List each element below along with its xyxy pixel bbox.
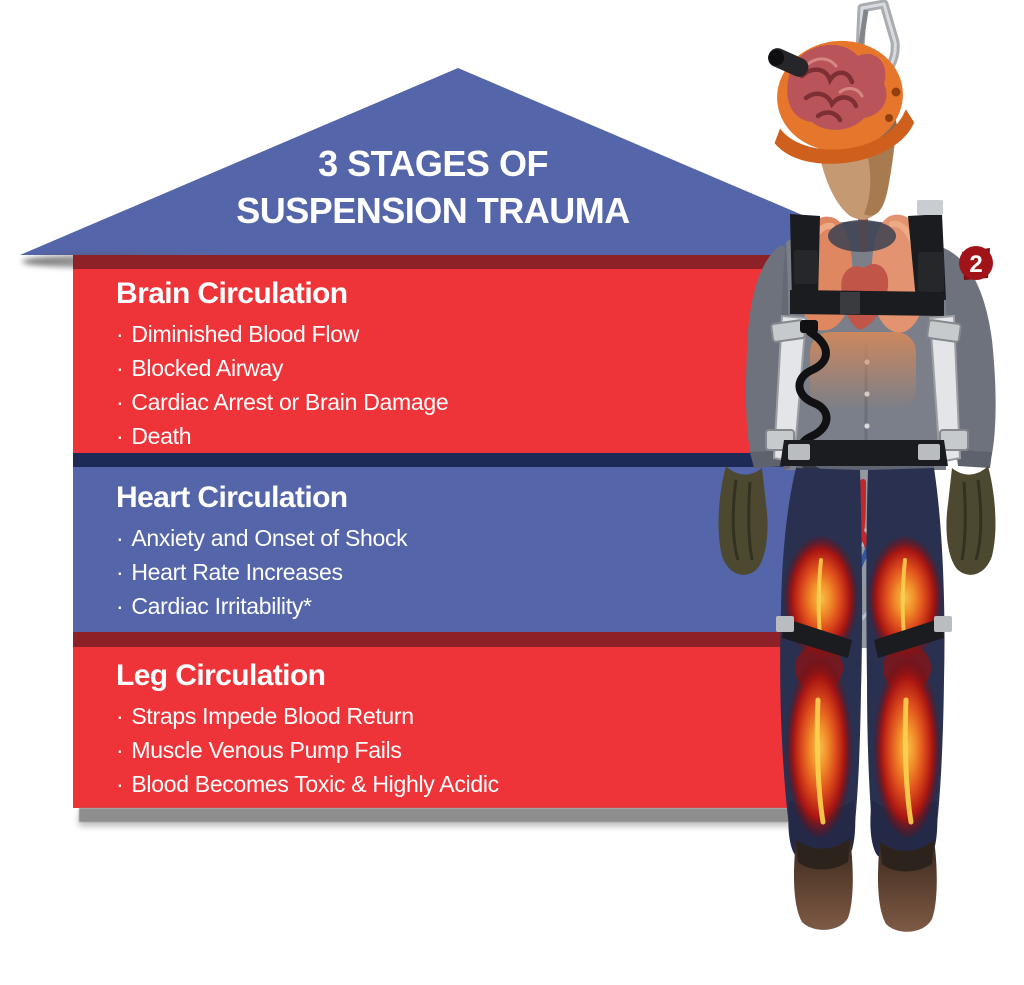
harness-shoulder-straps (790, 200, 946, 300)
list-item: · Muscle Venous Pump Fails (116, 733, 499, 767)
bullet-text: Blood Becomes Toxic & Highly Acidic (131, 771, 499, 797)
title-line-1: 3 STAGES OF (318, 143, 548, 184)
list-item: · Blocked Airway (116, 351, 448, 385)
harness-chest-strap (790, 290, 944, 316)
list-item: · Cardiac Arrest or Brain Damage (116, 385, 449, 419)
list-item: · Blood Becomes Toxic & Highly Acidic (116, 767, 499, 801)
leg-section-heading: Leg Circulation (116, 659, 326, 692)
bullet-dot: · (116, 321, 124, 347)
heart-section: Heart Circulation · Anxiety and Onset of … (116, 481, 408, 623)
work-boots (794, 838, 937, 932)
neck-shadow (828, 220, 896, 252)
headlamp-icon (768, 48, 809, 77)
leg-bullet-list: · Straps Impede Blood Return · Muscle Veno… (116, 699, 499, 801)
list-item: · Anxiety and Onset of Shock (116, 521, 408, 555)
bullet-text: Cardiac Arrest or Brain Damage (131, 389, 449, 415)
bullet-dot: · (116, 593, 124, 619)
suspended-worker-figure: 2 (718, 0, 996, 932)
stage-badge-number: 2 (969, 251, 982, 278)
harness-leg-straps (776, 616, 952, 658)
bullet-text: Blocked Airway (131, 355, 284, 381)
brain-bullet-list: · Diminished Blood Flow · Blocked Airway ·… (116, 317, 449, 453)
panel-bottom-shadow (79, 808, 792, 822)
leg-section: Leg Circulation · Straps Impede Blood Ret… (116, 660, 499, 801)
brain-section: Brain Circulation · Diminished Blood Flow… (116, 277, 449, 453)
bullet-dot: · (116, 703, 124, 729)
list-item: · Straps Impede Blood Return (116, 699, 499, 733)
bullet-dot: · (116, 389, 124, 415)
bullet-text: Anxiety and Onset of Shock (131, 525, 408, 551)
page-title: 3 STAGES OF SUSPENSION TRAUMA (133, 140, 733, 234)
list-item: · Diminished Blood Flow (116, 317, 448, 351)
bullet-dot: · (116, 771, 124, 797)
abdomen-graphic (810, 332, 916, 410)
list-item: · Heart Rate Increases (116, 555, 407, 589)
bullet-text: Straps Impede Blood Return (131, 703, 414, 729)
title-line-2: SUSPENSION TRAUMA (236, 190, 630, 231)
heart-section-heading: Heart Circulation (116, 481, 348, 514)
heart-bullet-list: · Anxiety and Onset of Shock · Heart Rate … (116, 521, 408, 623)
leg-muscles-graphic (784, 536, 942, 838)
list-item: · Cardiac Irritability* (116, 589, 407, 623)
work-gloves (718, 466, 996, 575)
leg-circulation-panel (73, 632, 800, 808)
exposed-brain-graphic (787, 44, 887, 130)
stage-2-badge: 2 (959, 246, 993, 280)
bullet-text: Diminished Blood Flow (131, 321, 359, 347)
harness-side-straps (765, 314, 969, 464)
bullet-text: Heart Rate Increases (131, 559, 343, 585)
bullet-text: Cardiac Irritability* (131, 593, 312, 619)
bullet-dot: · (116, 525, 124, 551)
harness-waist-belt (780, 440, 948, 466)
hard-hat (768, 40, 915, 164)
bullet-dot: · (116, 423, 124, 449)
bullet-dot: · (116, 355, 124, 381)
brain-circulation-panel (73, 255, 800, 453)
bullet-dot: · (116, 737, 124, 763)
list-item: · Death (116, 419, 448, 453)
brain-section-heading: Brain Circulation (116, 277, 348, 310)
bullet-text: Muscle Venous Pump Fails (131, 737, 402, 763)
bullet-dot: · (116, 559, 124, 585)
bullet-text: Death (131, 423, 192, 449)
